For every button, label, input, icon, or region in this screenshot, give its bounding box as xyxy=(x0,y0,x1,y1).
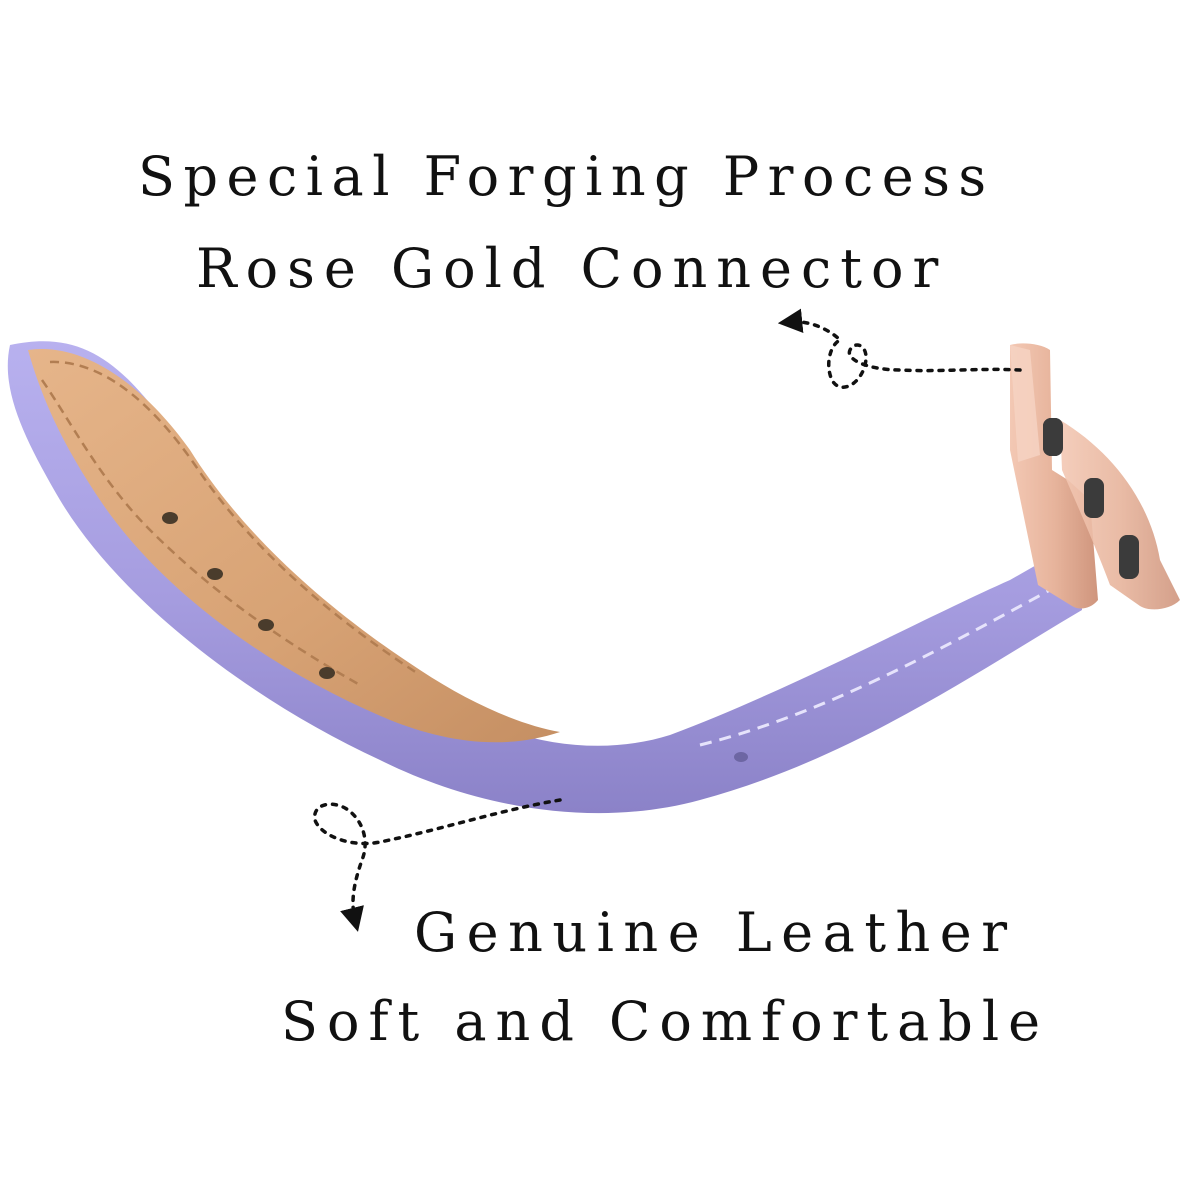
connector-slot xyxy=(1119,535,1139,579)
connector-caption-line2: Rose Gold Connector xyxy=(196,237,948,300)
connector-slot xyxy=(1084,478,1104,518)
connector-caption-line1: Special Forging Process xyxy=(138,145,995,208)
connector-callout-arrow xyxy=(777,308,1022,389)
leather-caption-line1: Genuine Leather xyxy=(414,901,1017,964)
strap-inner-face xyxy=(28,348,560,743)
strap-body xyxy=(7,341,1082,814)
leather-caption-line2: Soft and Comfortable xyxy=(281,990,1050,1053)
strap-hole xyxy=(207,568,223,580)
strap-hole xyxy=(319,667,335,679)
strap-hole xyxy=(258,619,274,631)
strap-hole xyxy=(162,512,178,524)
rose-gold-connector xyxy=(1010,343,1180,610)
connector-slot xyxy=(1043,418,1063,456)
strap-stitching xyxy=(49,360,421,677)
leather-callout-arrow xyxy=(313,798,562,932)
strap-hole xyxy=(734,752,748,762)
strap-stitching xyxy=(699,588,1051,747)
